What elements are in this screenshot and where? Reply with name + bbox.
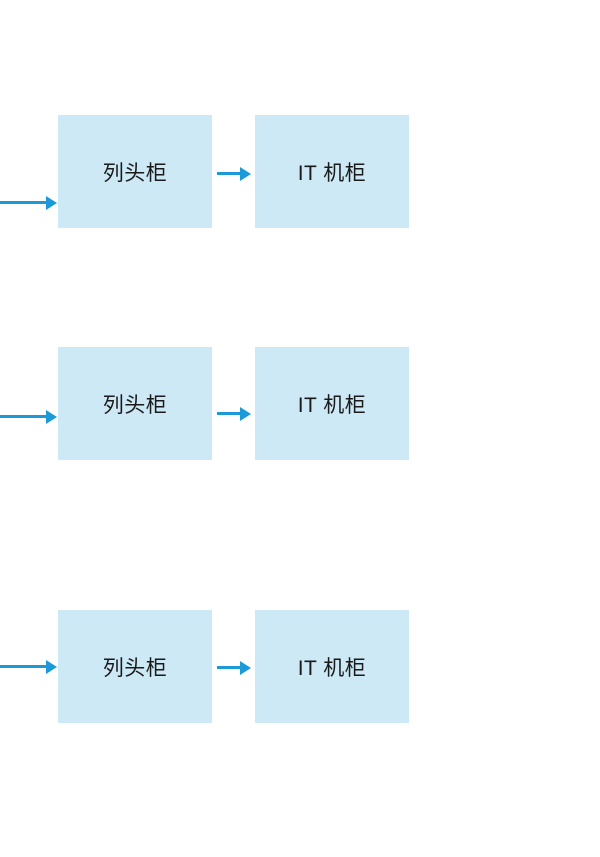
flow-arrow-2 — [217, 412, 240, 415]
node-row-head-cabinet-2: 列头柜 — [58, 347, 212, 460]
node-it-cabinet-1: IT 机柜 — [255, 115, 409, 228]
node-label: IT 机柜 — [297, 393, 367, 417]
node-label: 列头柜 — [102, 393, 168, 417]
node-it-cabinet-2: IT 机柜 — [255, 347, 409, 460]
node-it-cabinet-3: IT 机柜 — [255, 610, 409, 723]
flow-arrow-1 — [217, 172, 240, 175]
input-arrow-2 — [0, 415, 46, 418]
node-row-head-cabinet-1: 列头柜 — [58, 115, 212, 228]
input-arrow-3 — [0, 665, 46, 668]
input-arrow-1 — [0, 201, 46, 204]
node-label: IT 机柜 — [297, 161, 367, 185]
node-label: IT 机柜 — [297, 656, 367, 680]
node-label: 列头柜 — [102, 161, 168, 185]
node-row-head-cabinet-3: 列头柜 — [58, 610, 212, 723]
node-label: 列头柜 — [102, 656, 168, 680]
flow-arrow-3 — [217, 666, 240, 669]
